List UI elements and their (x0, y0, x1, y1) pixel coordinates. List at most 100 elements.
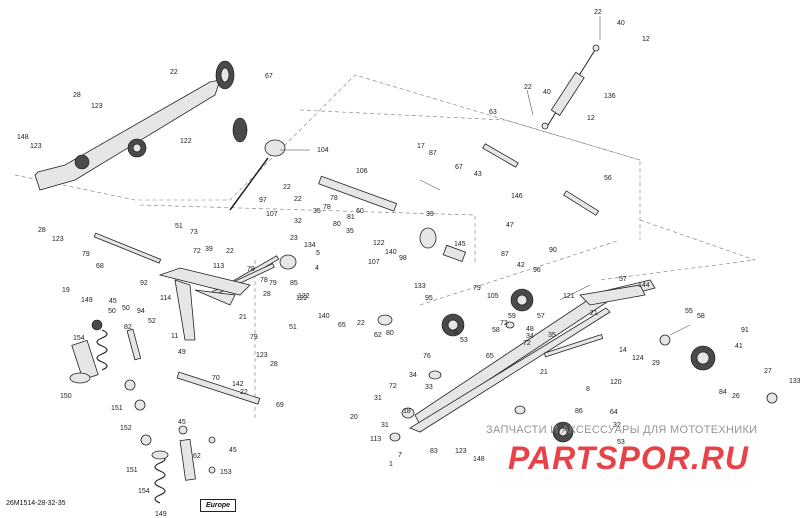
callout-number: 62 (193, 453, 201, 460)
callout-number: 76 (423, 353, 431, 360)
callout-number: 58 (492, 327, 500, 334)
callout-number: 97 (259, 197, 267, 204)
callout-number: 83 (430, 448, 438, 455)
callout-number: 5 (316, 250, 320, 257)
callout-number: 65 (338, 322, 346, 329)
callout-number: 63 (489, 109, 497, 116)
callout-number: 51 (175, 223, 183, 230)
front-arm-assembly (158, 267, 261, 405)
callout-number: 35 (346, 228, 354, 235)
callout-number: 82 (124, 324, 132, 331)
callout-number: 69 (276, 402, 284, 409)
callout-number: 48 (526, 326, 534, 333)
callout-number: 67 (455, 164, 463, 171)
center-spring-assembly (232, 117, 467, 270)
callout-number: 21 (590, 310, 598, 317)
callout-number: 70 (212, 375, 220, 382)
callout-number: 79 (82, 251, 90, 258)
callout-number: 22 (524, 84, 532, 91)
callout-number: 98 (399, 255, 407, 262)
callout-number: 41 (735, 343, 743, 350)
callout-number: 151 (126, 467, 138, 474)
callout-number: 133 (789, 378, 800, 385)
callout-number: 149 (81, 297, 93, 304)
callout-number: 20 (350, 414, 358, 421)
callout-number: 40 (617, 20, 625, 27)
callout-number: 154 (138, 488, 150, 495)
callout-number: 27 (764, 368, 772, 375)
callout-number: 123 (256, 352, 268, 359)
callout-number: 154 (73, 335, 85, 342)
callout-number: 73 (190, 229, 198, 236)
callout-number: 55 (685, 308, 693, 315)
callout-number: 21 (540, 369, 548, 376)
callout-number: 134 (304, 242, 316, 249)
callout-number: 148 (473, 456, 485, 463)
callout-number: 58 (697, 313, 705, 320)
callout-number: 18 (403, 408, 411, 415)
callout-number: 85 (290, 280, 298, 287)
callout-number: 92 (140, 280, 148, 287)
front-shock (69, 319, 152, 446)
callout-number: 12 (642, 36, 650, 43)
callout-number: 22 (594, 9, 602, 16)
callout-number: 86 (575, 408, 583, 415)
callout-number: 80 (333, 221, 341, 228)
callout-number: 123 (455, 448, 467, 455)
callout-number: 122 (296, 295, 308, 302)
callout-number: 22 (170, 69, 178, 76)
leader-lines (280, 16, 691, 336)
callout-number: 22 (240, 389, 248, 396)
callout-number: 19 (62, 287, 70, 294)
callout-number: 123 (52, 236, 64, 243)
callout-number: 72 (500, 320, 508, 327)
callout-number: 79 (250, 334, 258, 341)
callout-number: 105 (487, 293, 499, 300)
callout-number: 79 (473, 285, 481, 292)
callout-number: 5 (454, 329, 458, 336)
callout-number: 90 (549, 247, 557, 254)
callout-number: 65 (486, 353, 494, 360)
callout-number: 50 (122, 305, 130, 312)
lower-small-parts (377, 314, 604, 442)
callout-number: 140 (318, 313, 330, 320)
callout-number: 142 (232, 381, 244, 388)
callout-number: 107 (368, 259, 380, 266)
callout-number: 81 (347, 214, 355, 221)
callout-number: 21 (239, 314, 247, 321)
callout-number: 47 (506, 222, 514, 229)
callout-number: 43 (474, 171, 482, 178)
callout-number: 104 (317, 147, 329, 154)
front-rail-arm (34, 60, 235, 191)
main-slide-rail (409, 279, 656, 433)
callout-number: 84 (719, 389, 727, 396)
callout-number: 72 (523, 340, 531, 347)
dashed-group-outlines (14, 74, 756, 420)
callout-number: 150 (60, 393, 72, 400)
callout-number: 136 (604, 93, 616, 100)
callout-number: 40 (543, 89, 551, 96)
callout-number: 60 (356, 208, 364, 215)
callout-number: 28 (38, 227, 46, 234)
callout-number: 80 (386, 330, 394, 337)
callout-number: 87 (501, 251, 509, 258)
callout-number: 22 (357, 320, 365, 327)
callout-number: 94 (137, 308, 145, 315)
callout-number: 122 (298, 293, 310, 300)
callout-number: 49 (178, 349, 186, 356)
callout-number: 35 (548, 332, 556, 339)
callout-number: 133 (414, 283, 426, 290)
callout-number: 23 (290, 235, 298, 242)
callout-number: 26 (732, 393, 740, 400)
callout-number: 50 (108, 308, 116, 315)
diagram-code: 26M1514-28-32-35 (6, 500, 66, 507)
callout-number: 35 (313, 208, 321, 215)
callout-number: 53 (617, 439, 625, 446)
callout-number: 8 (586, 386, 590, 393)
callout-number: 45 (178, 419, 186, 426)
callout-number: 32 (294, 218, 302, 225)
callout-number: 22 (226, 248, 234, 255)
callout-number: 22 (283, 184, 291, 191)
callout-number: 4 (315, 265, 319, 272)
